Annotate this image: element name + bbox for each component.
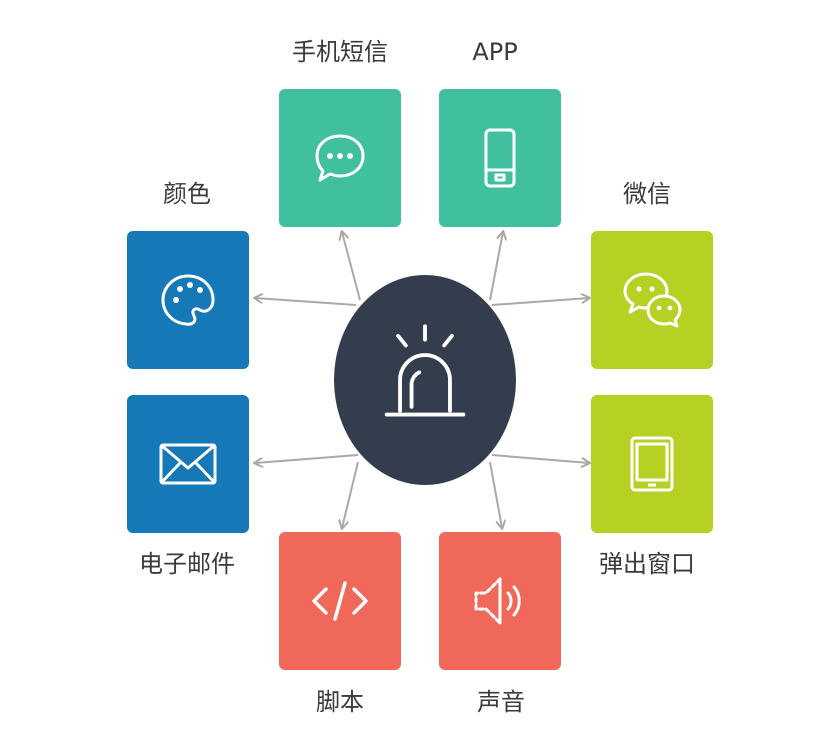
speaker-icon: [474, 577, 521, 625]
tile-app[interactable]: [439, 89, 561, 227]
chat-bubble-icon: [315, 134, 365, 182]
tile-wechat[interactable]: [591, 231, 713, 369]
wechat-icon: [623, 272, 682, 328]
popup-label: 弹出窗口: [599, 550, 695, 578]
tile-popup[interactable]: [591, 395, 713, 533]
wechat-label: 微信: [623, 180, 671, 208]
tile-email[interactable]: [127, 395, 249, 533]
palette-icon: [161, 274, 215, 326]
tile-color[interactable]: [127, 231, 249, 369]
alarm-hub: [334, 275, 516, 485]
envelope-icon: [159, 443, 217, 485]
sound-label: 声音: [477, 688, 525, 716]
arrow-to-wechat: [491, 298, 589, 306]
arrow-to-sms: [342, 232, 361, 301]
arrow-to-app: [489, 232, 503, 301]
arrow-to-script: [342, 461, 359, 528]
color-label: 颜色: [163, 180, 211, 208]
tile-sms[interactable]: [279, 89, 401, 227]
arrow-to-sound: [489, 461, 502, 528]
mobile-phone-icon: [484, 128, 516, 188]
tablet-icon: [630, 436, 674, 492]
arrow-to-color: [255, 298, 357, 306]
email-label: 电子邮件: [139, 550, 235, 578]
app-label: APP: [472, 38, 518, 66]
script-label: 脚本: [316, 688, 364, 716]
code-icon: [312, 581, 368, 621]
arrow-to-email: [255, 454, 359, 463]
arrow-to-popup: [491, 454, 589, 463]
sms-label: 手机短信: [292, 38, 388, 66]
alarm-beacon-icon: [384, 324, 466, 417]
tile-script[interactable]: [279, 532, 401, 670]
tile-sound[interactable]: [439, 532, 561, 670]
